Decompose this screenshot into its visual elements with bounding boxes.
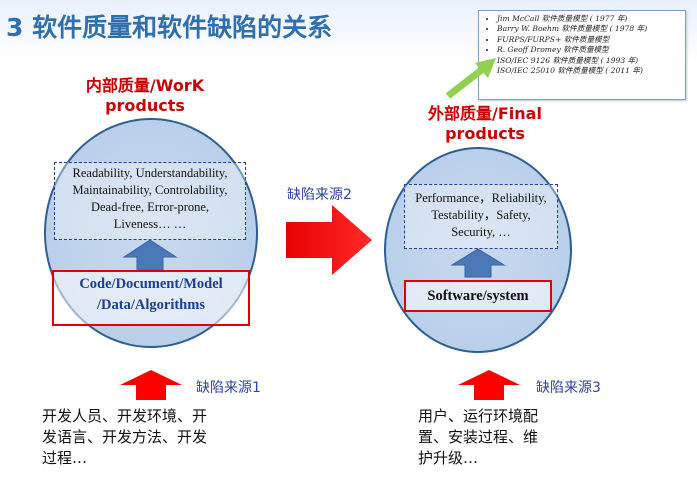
description-line: 置、安装过程、维 (418, 428, 539, 446)
internal-quality-title: 内部质量/WorK products (70, 76, 220, 116)
up-arrow-icon (450, 248, 506, 278)
attribute-line: Security, … (451, 225, 511, 239)
attribute-line: Dead-free, Error-prone, (90, 200, 210, 214)
reference-item: Barry W. Boehm 软件质量模型 ( 1978 年) (497, 24, 681, 34)
diagonal-arrow-icon (445, 58, 496, 99)
attribute-line: Performance，Reliability, (415, 191, 547, 205)
external-quality-title: 外部质量/Final products (410, 104, 560, 144)
defect-source-3-label: 缺陷来源3 (536, 380, 601, 396)
description-line: 过程… (42, 449, 88, 467)
external-quality-attributes-box: Performance，Reliability, Testability，Saf… (404, 184, 558, 249)
internal-quality-title-line2: products (105, 96, 185, 115)
up-arrow-icon (458, 370, 520, 400)
internal-quality-attributes-box: Readability, Understandability, Maintain… (54, 162, 246, 240)
quality-model-reference-list: Jim McCall 软件质量模型 ( 1977 年) Barry W. Boe… (478, 10, 686, 100)
description-line: 护升级… (418, 449, 479, 467)
work-products-box: Code/Document/Model /Data/Algorithms (52, 270, 250, 326)
reference-item: Jim McCall 软件质量模型 ( 1977 年) (497, 14, 681, 24)
reference-item: FURPS/FURPS+ 软件质量模型 (497, 35, 681, 45)
defect-source-3-description: 用户、运行环境配 置、安装过程、维 护升级… (418, 406, 538, 469)
defect-source-2-label: 缺陷来源2 (287, 187, 352, 203)
description-line: 开发人员、开发环境、开 (42, 407, 208, 425)
up-arrow-icon (122, 239, 178, 271)
reference-item: R. Geoff Dromey 软件质量模型 (497, 45, 681, 55)
up-arrow-icon (120, 370, 182, 400)
description-line: 发语言、开发方法、开发 (42, 428, 208, 446)
defect-source-1-label: 缺陷来源1 (196, 380, 261, 396)
final-products-label: Software/system (427, 288, 529, 304)
reference-item: ISO/IEC 25010 软件质量模型 ( 2011 年) (497, 66, 681, 76)
external-quality-title-line2: products (445, 124, 525, 143)
slide-title: 3 软件质量和软件缺陷的关系 (6, 13, 333, 42)
final-products-box: Software/system (404, 280, 552, 312)
right-arrow-icon (286, 205, 372, 275)
reference-item: ISO/IEC 9126 软件质量模型 ( 1993 年) (497, 56, 681, 66)
internal-quality-title-line1: 内部质量/WorK (85, 76, 205, 95)
work-products-line1: Code/Document/Model (79, 276, 223, 292)
attribute-line: Liveness… … (113, 217, 187, 231)
attribute-line: Readability, Understandability, (72, 166, 228, 180)
description-line: 用户、运行环境配 (418, 407, 539, 425)
work-products-line2: /Data/Algorithms (97, 297, 205, 313)
attribute-line: Maintainability, Controlability, (72, 183, 228, 197)
defect-source-1-description: 开发人员、开发环境、开 发语言、开发方法、开发 过程… (42, 406, 207, 469)
external-quality-title-line1: 外部质量/Final (428, 104, 542, 123)
attribute-line: Testability，Safety, (431, 208, 531, 222)
